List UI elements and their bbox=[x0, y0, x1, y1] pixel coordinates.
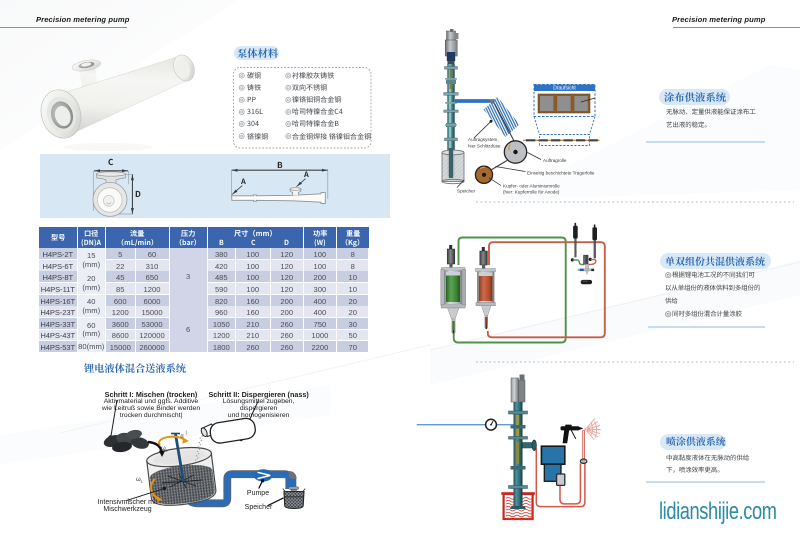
svg-text:Einseitig beschichtete Trägerf: Einseitig beschichtete Trägerfolie bbox=[527, 170, 595, 175]
svg-text:α: α bbox=[181, 434, 185, 440]
svg-text:ω: ω bbox=[161, 446, 166, 452]
svg-text:Auftragsystem,: Auftragsystem, bbox=[468, 137, 499, 142]
svg-text:ω: ω bbox=[136, 477, 141, 483]
svg-text:Draufsicht: Draufsicht bbox=[553, 86, 576, 92]
svg-text:∣: ∣ bbox=[185, 430, 187, 436]
svg-text:Auftragrolle: Auftragrolle bbox=[543, 158, 567, 163]
svg-text:1: 1 bbox=[141, 479, 144, 484]
svg-text:Kupfer- oder Aluminiumrolle: Kupfer- oder Aluminiumrolle bbox=[503, 183, 560, 188]
svg-text:(hier: Kupferrolle für Anode): (hier: Kupferrolle für Anode) bbox=[503, 190, 560, 195]
svg-text:2: 2 bbox=[166, 448, 169, 453]
svg-text:hier Schlitzdüse: hier Schlitzdüse bbox=[468, 144, 501, 149]
svg-text:Speicher: Speicher bbox=[457, 189, 476, 194]
